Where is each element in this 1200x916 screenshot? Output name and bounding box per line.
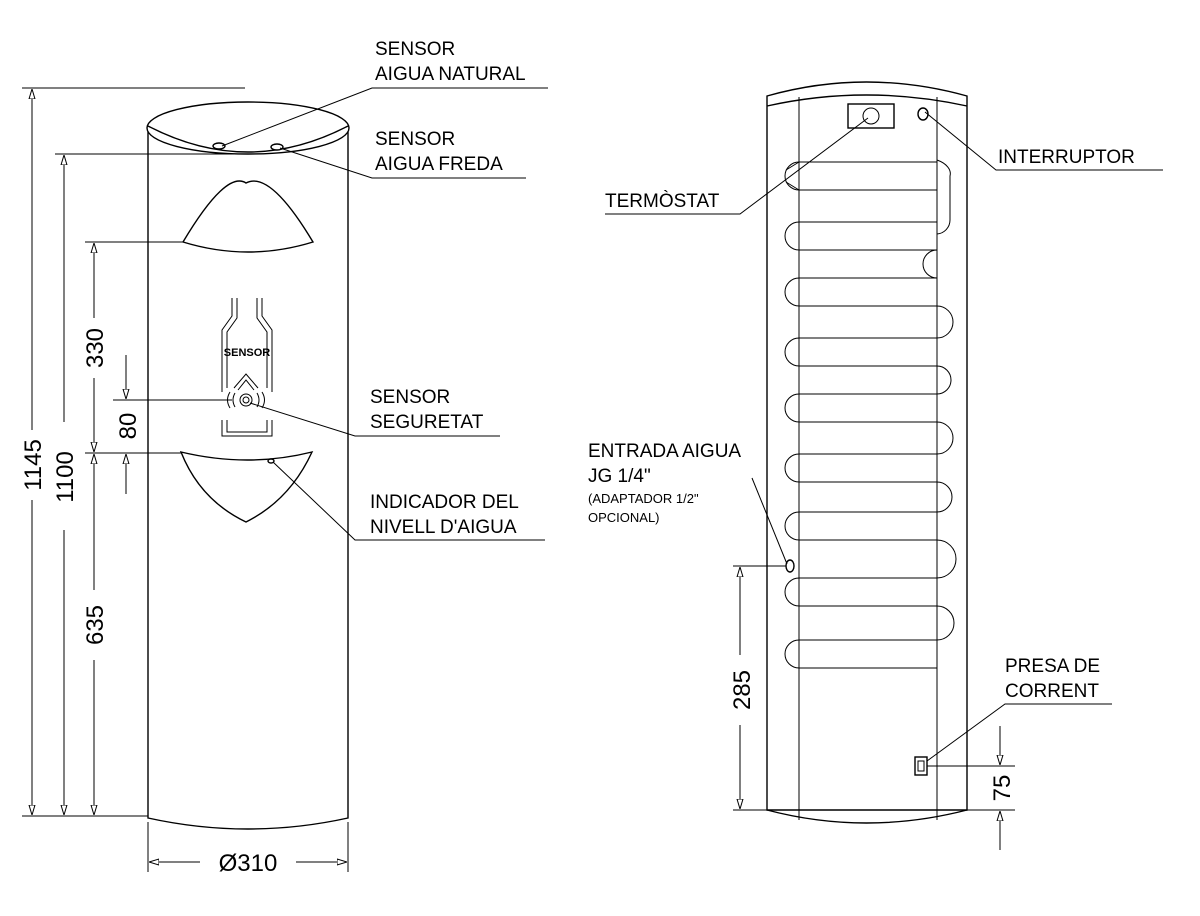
back-leaders [605,111,1163,762]
back-cylinder-body [766,81,968,824]
front-dimension-lines [32,90,349,872]
label-indicador-1: INDICADOR DEL [370,492,519,513]
level-indicator-dot [267,458,275,464]
label-adaptador-2: OPCIONAL) [588,510,660,525]
label-sensor-natural-1: SENSOR [375,39,455,60]
back-dimension-lines [740,568,1000,850]
label-presa-2: CORRENT [1005,681,1099,702]
cooling-coil [784,159,951,669]
dim-height-1100: 1100 [52,451,79,503]
label-sensor-freda-2: AIGUA FREDA [375,154,503,175]
thermostat-box [847,103,895,129]
label-sensor-seguretat-2: SEGURETAT [370,412,484,433]
front-leaders [221,87,548,541]
label-sensor-freda-1: SENSOR [375,129,455,150]
label-entrada-2: JG 1/4" [588,466,651,487]
label-sensor-seguretat-1: SENSOR [370,387,450,408]
label-sensor-natural-2: AIGUA NATURAL [375,64,526,85]
logo-text: SENSOR [224,347,271,359]
front-extension-lines [22,87,247,817]
switch-icon [917,107,929,121]
label-interruptor: INTERRUPTOR [998,147,1135,168]
front-view: SENSOR [20,39,548,877]
bottle-sensor-logo: SENSOR [221,298,273,437]
coil-top-detail [785,161,800,191]
label-termostat: TERMÒSTAT [605,190,720,212]
power-socket-icon [914,756,928,776]
dim-total-height: 1145 [20,439,47,491]
water-inlet-icon [785,559,795,573]
sensor-freda-dot [270,143,284,151]
safety-sensor-icon [239,393,253,407]
back-extension-lines [733,565,1015,811]
dim-diameter: Ø310 [219,850,278,877]
label-adaptador-1: (ADAPTADOR 1/2" [588,491,699,506]
label-entrada-1: ENTRADA AIGUA [588,441,741,462]
dim-285: 285 [729,670,756,710]
coil-returns [936,305,957,641]
front-cylinder-body [146,101,350,830]
back-view: 285 75 INTERRUPTOR TERMÒSTAT ENTRADA AIG… [588,81,1163,850]
dim-635: 635 [82,605,109,645]
label-indicador-2: NIVELL D'AIGUA [370,517,517,538]
dim-80: 80 [115,413,142,440]
dim-75: 75 [989,775,1016,802]
dim-330: 330 [82,328,109,368]
upper-dispenser-recess [181,180,315,253]
lower-dispenser-recess [179,450,314,523]
sensor-natural-dot [212,142,226,150]
label-presa-1: PRESA DE [1005,656,1100,677]
